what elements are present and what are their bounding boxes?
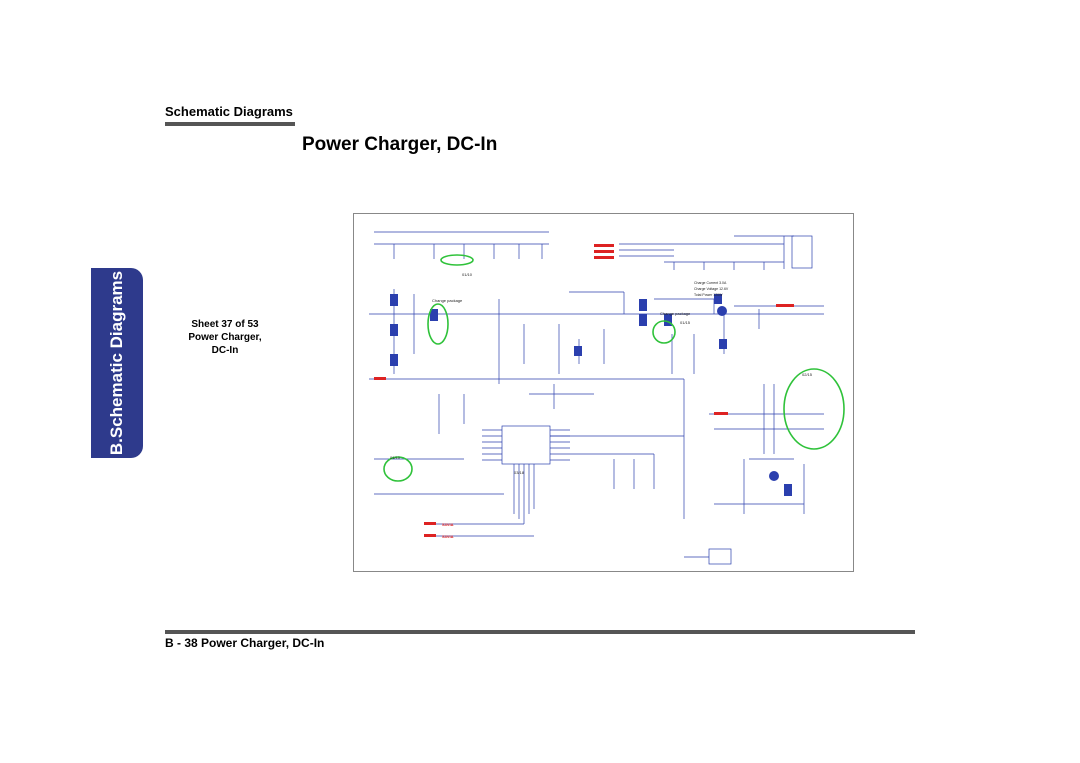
component-symbols [390, 294, 792, 496]
label-change-package-right: Change package [660, 311, 691, 316]
note-charge-current: Charge Current 3.0A [694, 281, 727, 285]
section-header-rule [165, 122, 295, 126]
section-header: Schematic Diagrams [165, 104, 293, 119]
error-markers [374, 244, 794, 537]
label-ic-date: 03/18 [514, 470, 525, 475]
schematic-annotations: Charge Current 3.0A Charge Voltage 12.6V… [390, 272, 813, 539]
sheet-number: Sheet 37 of 53 [191, 319, 259, 330]
label-net-1: S3VIA [442, 522, 454, 527]
label-rev-left: 01/10 [462, 272, 473, 277]
label-net-2: S3VIA [442, 534, 454, 539]
sheet-name-line-2: DC-In [211, 345, 239, 356]
footer-rule [165, 630, 915, 634]
wire-traces [369, 231, 824, 565]
sheet-caption: Sheet 37 of 53 Power Charger, DC-In [165, 318, 285, 357]
label-rev-bottom-right: 02/15 [802, 372, 813, 377]
label-rev-bottom-left: 01/10 [390, 455, 401, 460]
chapter-side-tab-label: B.Schematic Diagrams [107, 270, 126, 456]
label-rev-right: 01/15 [680, 320, 691, 325]
label-change-package-left: Change package [432, 298, 463, 303]
footer-page-label: B - 38 Power Charger, DC-In [165, 636, 325, 650]
schematic-diagram: Charge Current 3.0A Charge Voltage 12.6V… [353, 213, 854, 572]
highlight-circles [383, 254, 845, 482]
page-title: Power Charger, DC-In [302, 134, 498, 155]
schematic-drawing: Charge Current 3.0A Charge Voltage 12.6V… [369, 231, 845, 565]
sheet-name-line-1: Power Charger, [188, 332, 262, 343]
note-charge-voltage: Charge Voltage 12.6V [694, 287, 729, 291]
note-total-power: Total Power 120W [694, 293, 723, 297]
chapter-side-tab: B.Schematic Diagrams [91, 268, 143, 458]
